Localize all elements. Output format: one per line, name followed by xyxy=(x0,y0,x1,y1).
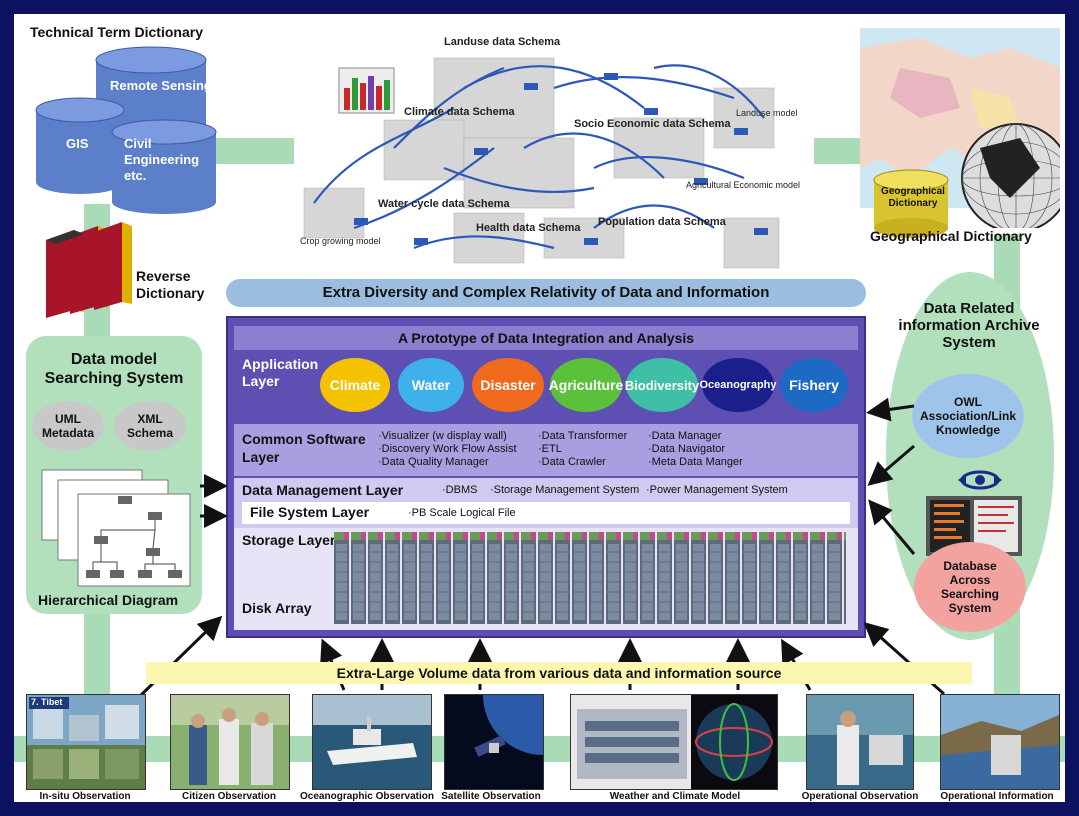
xml-schema-node: XML Schema xyxy=(114,401,186,451)
category-agriculture-label: Agriculture xyxy=(548,377,624,393)
source-label-oceanographic: Oceanographic Observation xyxy=(300,791,434,802)
database-cylinders-icon xyxy=(35,46,217,214)
category-fishery: Fishery xyxy=(780,358,848,412)
source-label-in-situ: In-situ Observation xyxy=(39,791,131,802)
disk-array-label: Disk Array xyxy=(242,600,312,616)
source-label-citizen: Citizen Observation xyxy=(182,791,276,802)
civil-engineering-label: Civil Engineering etc. xyxy=(124,136,200,183)
geographical-dictionary-label: Geographical Dictionary xyxy=(870,228,1032,244)
dm-item-storage: ·Storage Management System xyxy=(490,484,640,496)
citizen-photo xyxy=(170,694,290,790)
common-item: ·Data Crawler xyxy=(538,456,606,468)
data-management-layer-title: Data Management Layer xyxy=(242,482,404,498)
in-situ-caption: 7. Tibet xyxy=(31,697,63,707)
category-water-label: Water xyxy=(411,377,451,393)
operational-observation-photo xyxy=(806,694,914,790)
category-agriculture: Agriculture xyxy=(548,358,624,412)
category-climate-label: Climate xyxy=(329,377,381,393)
technical-term-dictionary-title: Technical Term Dictionary xyxy=(30,24,203,40)
gis-label: GIS xyxy=(66,136,89,151)
common-item: ·Data Transformer xyxy=(538,430,628,442)
common-item: ·Visualizer (w display wall) xyxy=(378,430,507,442)
storage-layer-title: Storage Layer xyxy=(242,532,336,548)
diversity-banner: Extra Diversity and Complex Relativity o… xyxy=(226,279,866,307)
database-across-searching-node: Database Across Searching System xyxy=(914,542,1026,632)
common-software-layer-title: Common Software Layer xyxy=(242,431,366,465)
source-label-weather-climate: Weather and Climate Model xyxy=(609,791,741,802)
archive-system-title: Data Related information Archive System xyxy=(898,300,1040,351)
category-fishery-label: Fishery xyxy=(789,377,839,393)
agri-model-label: Agricultural Economic model xyxy=(686,180,801,190)
disk-array-image xyxy=(334,532,846,624)
category-oceanography: Oceanography xyxy=(699,358,777,412)
landuse-model-label: Landuse model xyxy=(736,108,798,118)
file-system-layer xyxy=(242,502,850,524)
crop-model-label: Crop growing model xyxy=(300,236,381,246)
common-software-layer xyxy=(234,424,858,476)
schema-network-diagram xyxy=(294,28,794,278)
common-col1: ·Visualizer (w display wall) ·Discovery … xyxy=(378,430,517,469)
volume-banner: Extra-Large Volume data from various dat… xyxy=(146,662,972,684)
source-label-operational-information: Operational Information xyxy=(940,791,1054,802)
file-system-layer-title: File System Layer xyxy=(250,504,370,520)
health-schema-label: Health data Schema xyxy=(476,222,581,234)
water-cycle-schema-label: Water cycle data Schema xyxy=(378,198,510,210)
common-item: ·Data Navigator xyxy=(648,443,726,455)
world-map-image xyxy=(860,28,1060,228)
common-item: ·Discovery Work Flow Assist xyxy=(378,443,517,455)
reverse-dictionary-label: Reverse Dictionary xyxy=(136,268,205,301)
fs-item: ·PB Scale Logical File xyxy=(408,507,516,519)
operational-information-photo xyxy=(940,694,1060,790)
common-item: ·Data Manager xyxy=(648,430,722,442)
remote-sensing-label: Remote Sensing xyxy=(110,78,212,93)
uml-metadata-node: UML Metadata xyxy=(32,401,104,451)
books-icon xyxy=(46,222,132,318)
satellite-photo xyxy=(444,694,544,790)
hierarchical-diagram-label: Hierarchical Diagram xyxy=(38,592,179,608)
prototype-title: A Prototype of Data Integration and Anal… xyxy=(234,326,858,350)
diagram-canvas: Technical Term Dictionary Remote Sensing… xyxy=(14,14,1065,802)
socio-schema-label: Socio Economic data Schema xyxy=(574,118,731,130)
hierarchical-diagram-image xyxy=(41,469,191,587)
oceanographic-photo xyxy=(312,694,432,790)
source-label-operational-observation: Operational Observation xyxy=(801,791,919,802)
owl-knowledge-node: OWL Association/Link Knowledge xyxy=(912,374,1024,458)
landuse-schema-label: Landuse data Schema xyxy=(444,36,561,48)
common-item: ·ETL xyxy=(538,443,562,455)
population-schema-label: Population data Schema xyxy=(598,216,726,228)
common-col2: ·Data Transformer ·ETL ·Data Crawler xyxy=(538,430,627,469)
weather-climate-model-photo xyxy=(570,694,778,790)
common-col3: ·Data Manager ·Data Navigator ·Meta Data… xyxy=(648,430,743,469)
common-item: ·Data Quality Manager xyxy=(378,456,489,468)
in-situ-photo xyxy=(26,694,146,790)
application-layer-title: Application Layer xyxy=(242,356,319,389)
common-item: ·Meta Data Manger xyxy=(648,456,743,468)
category-climate: Climate xyxy=(320,358,390,412)
category-disaster-label: Disaster xyxy=(480,377,536,393)
category-oceanography-label: Oceanography xyxy=(699,379,777,391)
category-biodiversity-label: Biodiversity xyxy=(624,377,700,393)
data-model-searching-title: Data model Searching System xyxy=(44,351,184,387)
source-label-satellite: Satellite Observation xyxy=(441,791,541,802)
sync-arrows-icon xyxy=(958,470,1002,490)
category-water: Water xyxy=(398,358,464,412)
dm-item-power: ·Power Management System xyxy=(646,484,788,496)
geographical-dictionary-cylinder-icon xyxy=(873,169,949,238)
category-biodiversity: Biodiversity xyxy=(624,358,700,412)
category-disaster: Disaster xyxy=(472,358,544,412)
climate-schema-label: Climate data Schema xyxy=(404,106,515,118)
dm-item-dbms: ·DBMS xyxy=(442,484,478,496)
geographical-cylinder-label: Geographical Dictionary xyxy=(881,186,945,209)
